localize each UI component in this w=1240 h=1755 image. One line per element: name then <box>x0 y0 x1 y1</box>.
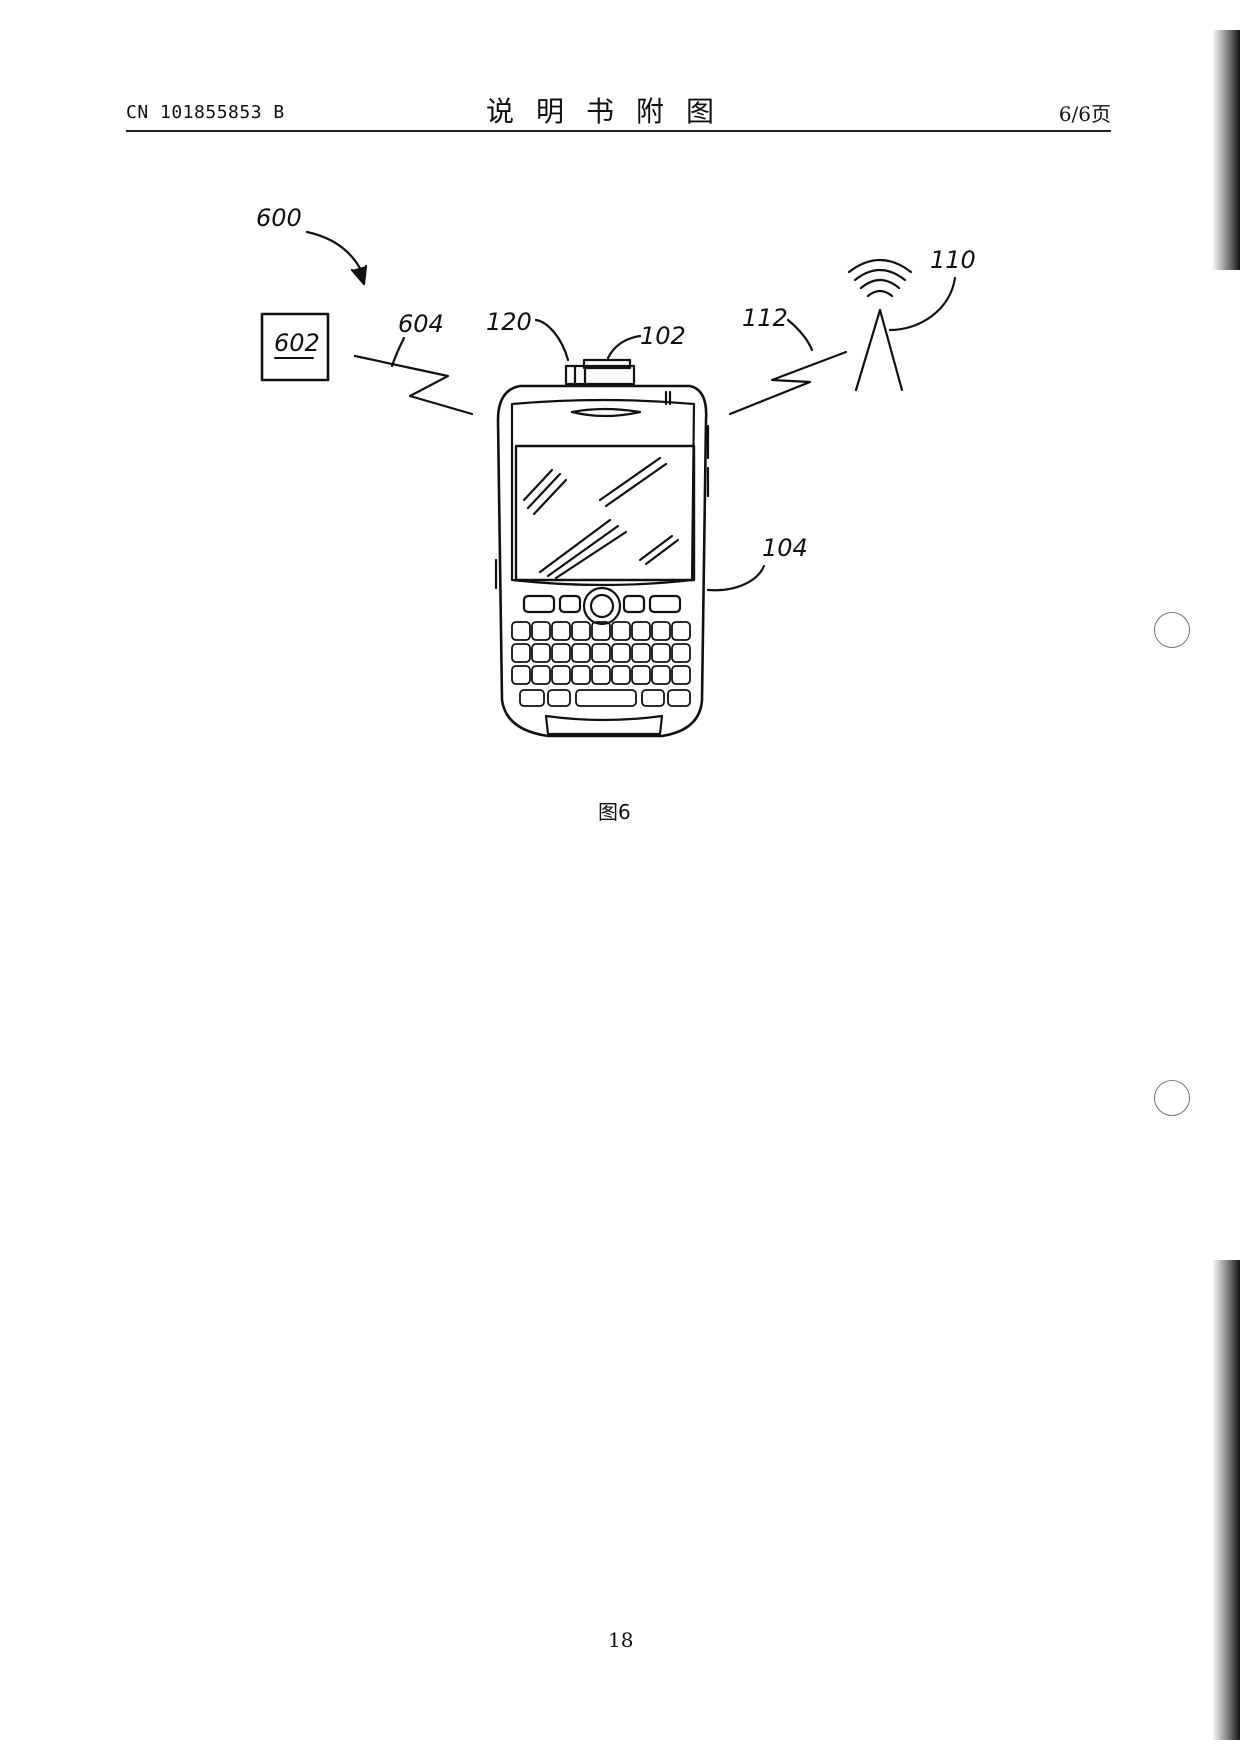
link-112-leader <box>786 318 814 352</box>
punch-hole-upper <box>1154 612 1190 648</box>
scan-edge-top <box>1212 30 1240 270</box>
link-604-leader <box>390 336 406 368</box>
figure-caption: 图6 <box>598 800 631 824</box>
label-120: 120 <box>486 308 532 336</box>
punch-hole-lower <box>1154 1080 1190 1116</box>
document-section-title: 说明书附图 <box>486 95 737 128</box>
device-box-602 <box>260 312 330 382</box>
page-header: CN 101855853 B 说明书附图 6/6页 <box>126 86 1111 132</box>
wireless-link-112 <box>728 350 848 416</box>
tower-110 <box>847 259 957 392</box>
phone-104 <box>494 384 766 738</box>
label-104: 104 <box>762 534 808 562</box>
label-110: 110 <box>930 246 976 274</box>
scan-edge-bottom <box>1212 1260 1240 1740</box>
label-604: 604 <box>398 310 444 338</box>
page-count: 6/6页 <box>1058 102 1111 126</box>
document-number: CN 101855853 B <box>126 102 285 123</box>
label-600: 600 <box>256 204 302 232</box>
label-112: 112 <box>742 304 788 332</box>
system-arrow <box>305 230 364 274</box>
accessory-connector <box>534 318 642 386</box>
page-number: 18 <box>608 1628 634 1652</box>
label-602: 602 <box>274 329 320 357</box>
wireless-link-604 <box>353 354 474 416</box>
system-arrowhead <box>350 264 368 286</box>
label-102: 102 <box>640 322 686 350</box>
